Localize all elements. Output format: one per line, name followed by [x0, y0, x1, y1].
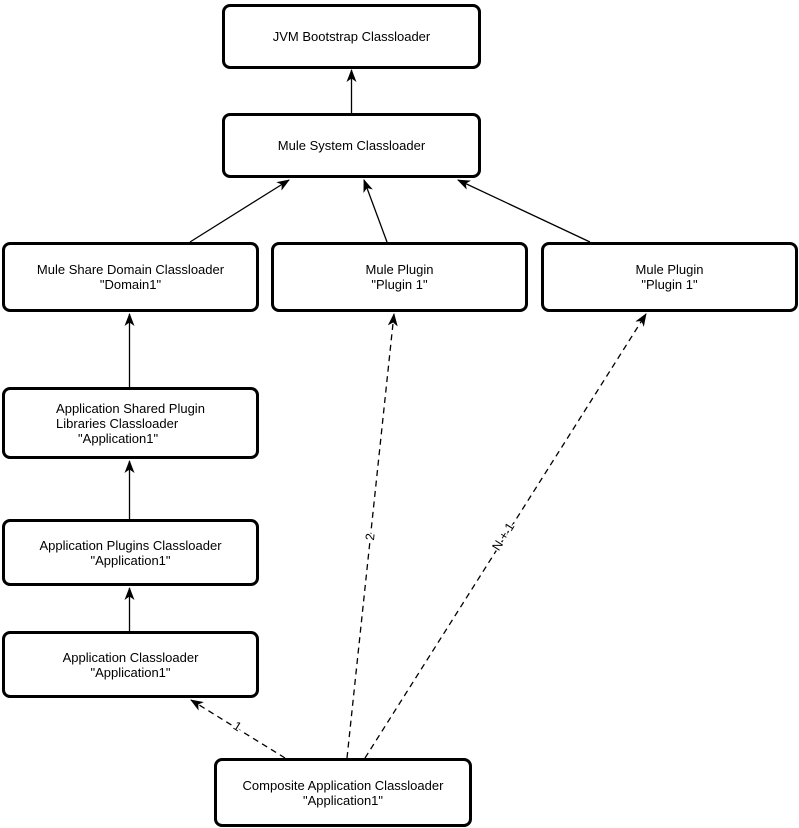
node-text-line: Libraries Classloader	[56, 415, 179, 431]
node-mule-plugin-2: Mule Plugin"Plugin 1"	[541, 242, 798, 312]
node-label-mule-plugin-2: Mule Plugin"Plugin 1"	[544, 262, 795, 292]
node-label-jvm-bootstrap: JVM Bootstrap Classloader	[225, 29, 478, 44]
node-text-line: Application Plugins Classloader	[39, 537, 222, 553]
node-label-mule-plugin-1: Mule Plugin"Plugin 1"	[274, 262, 525, 292]
node-text-line: Composite Application Classloader	[242, 777, 444, 793]
node-text-line: Mule Share Domain Classloader	[36, 262, 225, 277]
edge-composite-to-mule-plugin-2	[364, 313, 647, 759]
node-composite-app: Composite Application Classloader"Applic…	[214, 758, 472, 827]
node-mule-system: Mule System Classloader	[222, 113, 481, 178]
edge-mule-plugin-2-to-mule-system	[457, 179, 591, 243]
edge-shared-domain-to-mule-system	[189, 179, 290, 243]
node-mule-plugin-1: Mule Plugin"Plugin 1"	[271, 242, 528, 312]
node-text-line: "Plugin 1"	[641, 277, 698, 292]
node-text-line: Mule System Classloader	[277, 138, 426, 153]
node-text-line: Application Classloader	[62, 649, 199, 665]
edge-composite-to-app-classloader	[190, 699, 286, 759]
node-text-line: "Plugin 1"	[371, 277, 428, 292]
node-app-plugins: Application Plugins Classloader"Applicat…	[2, 519, 259, 586]
node-text-line: "Application1"	[90, 552, 171, 568]
node-text-line: JVM Bootstrap Classloader	[272, 29, 431, 44]
node-text-line: "Application1"	[78, 430, 159, 446]
node-text-line: Application Shared Plugin	[56, 400, 205, 416]
node-text-line: Mule Plugin	[365, 262, 434, 277]
edge-label-composite-to-mule-plugin-1: 2	[363, 533, 378, 541]
node-label-composite-app: Composite Application Classloader"Applic…	[217, 778, 469, 808]
node-text-line: Mule Plugin	[635, 262, 704, 277]
node-text-line: "Application1"	[90, 664, 171, 680]
node-label-app-classloader: Application Classloader"Application1"	[5, 650, 256, 680]
node-shared-domain: Mule Share Domain Classloader"Domain1"	[2, 242, 259, 312]
edge-mule-plugin-1-to-mule-system	[363, 179, 388, 243]
node-label-mule-system: Mule System Classloader	[225, 138, 478, 153]
node-text-line: "Application1"	[302, 792, 384, 808]
node-jvm-bootstrap: JVM Bootstrap Classloader	[222, 4, 481, 69]
edge-label-composite-to-app-classloader: 1	[231, 719, 244, 735]
node-label-app-plugins: Application Plugins Classloader"Applicat…	[5, 538, 256, 568]
edge-label-composite-to-mule-plugin-2: N + 1	[489, 520, 517, 553]
node-app-classloader: Application Classloader"Application1"	[2, 631, 259, 698]
node-label-shared-domain: Mule Share Domain Classloader"Domain1"	[5, 262, 256, 292]
edge-composite-to-mule-plugin-1	[346, 313, 398, 759]
node-text-line: "Domain1"	[99, 277, 162, 292]
